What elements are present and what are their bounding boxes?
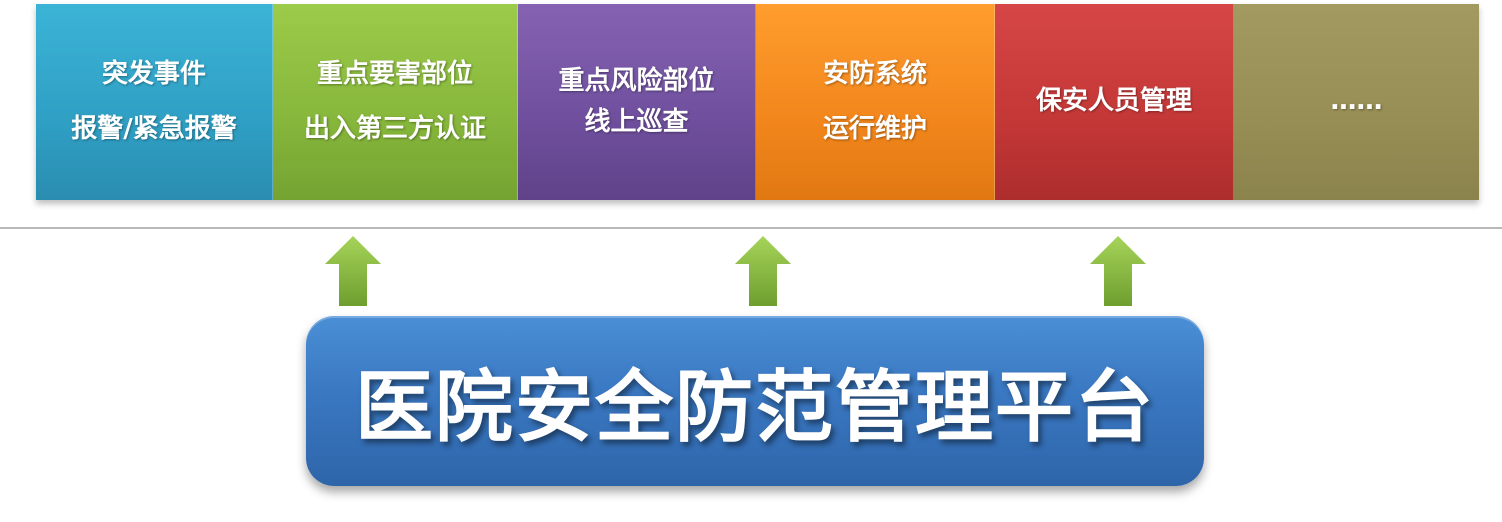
module-label-line: 运行维护	[822, 114, 927, 144]
module-risk-area-patrol: 重点风险部位 线上巡查	[518, 4, 756, 200]
module-label-line: ……	[1330, 86, 1383, 117]
divider-line	[0, 227, 1502, 229]
module-label-line: 安防系统	[822, 58, 927, 89]
platform-title: 医院安全防范管理平台	[354, 363, 1155, 453]
module-label-line: 保安人员管理	[1035, 86, 1192, 117]
platform-box: 医院安全防范管理平台	[306, 316, 1204, 486]
module-label-line: 突发事件	[101, 58, 206, 89]
module-guard-management: 保安人员管理	[995, 4, 1234, 200]
up-arrow-icon	[1088, 234, 1148, 308]
module-label-line: 出入第三方认证	[303, 114, 486, 144]
module-label-line: 重点要害部位	[316, 58, 473, 89]
module-key-area-access: 重点要害部位 出入第三方认证	[273, 4, 518, 200]
up-arrow-icon	[323, 234, 383, 308]
up-arrow-icon	[733, 234, 793, 308]
module-row: 突发事件 报警/紧急报警 重点要害部位 出入第三方认证 重点风险部位 线上巡查 …	[36, 4, 1479, 200]
module-label-line: 重点风险部位	[558, 65, 715, 96]
module-security-system-maintenance: 安防系统 运行维护	[756, 4, 995, 200]
module-emergency-alarm: 突发事件 报警/紧急报警	[36, 4, 273, 200]
module-label-line: 报警/紧急报警	[71, 114, 237, 144]
module-more: ……	[1234, 4, 1479, 200]
module-label-line: 线上巡查	[584, 107, 689, 137]
